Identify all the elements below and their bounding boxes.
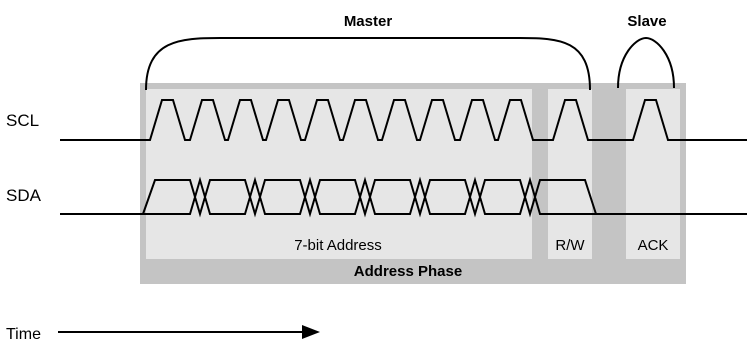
ack-field-box xyxy=(626,89,680,259)
time-label: Time xyxy=(6,326,41,343)
master-brace xyxy=(145,37,591,91)
address-field-box xyxy=(146,89,532,259)
master-label: Master xyxy=(344,13,393,30)
address-phase-label: Address Phase xyxy=(354,263,462,280)
time-arrow-head xyxy=(302,325,320,339)
slave-label: Slave xyxy=(627,13,666,30)
sda-bit-cells xyxy=(142,176,606,218)
ack-field-label: ACK xyxy=(638,237,669,254)
scl-label: SCL xyxy=(6,111,39,130)
rw-field-box xyxy=(548,89,592,259)
slave-brace xyxy=(617,36,675,89)
scl-waveform xyxy=(60,99,747,141)
sda-label: SDA xyxy=(6,186,42,205)
rw-field-label: R/W xyxy=(555,237,585,254)
address-field-label: 7-bit Address xyxy=(294,237,382,254)
